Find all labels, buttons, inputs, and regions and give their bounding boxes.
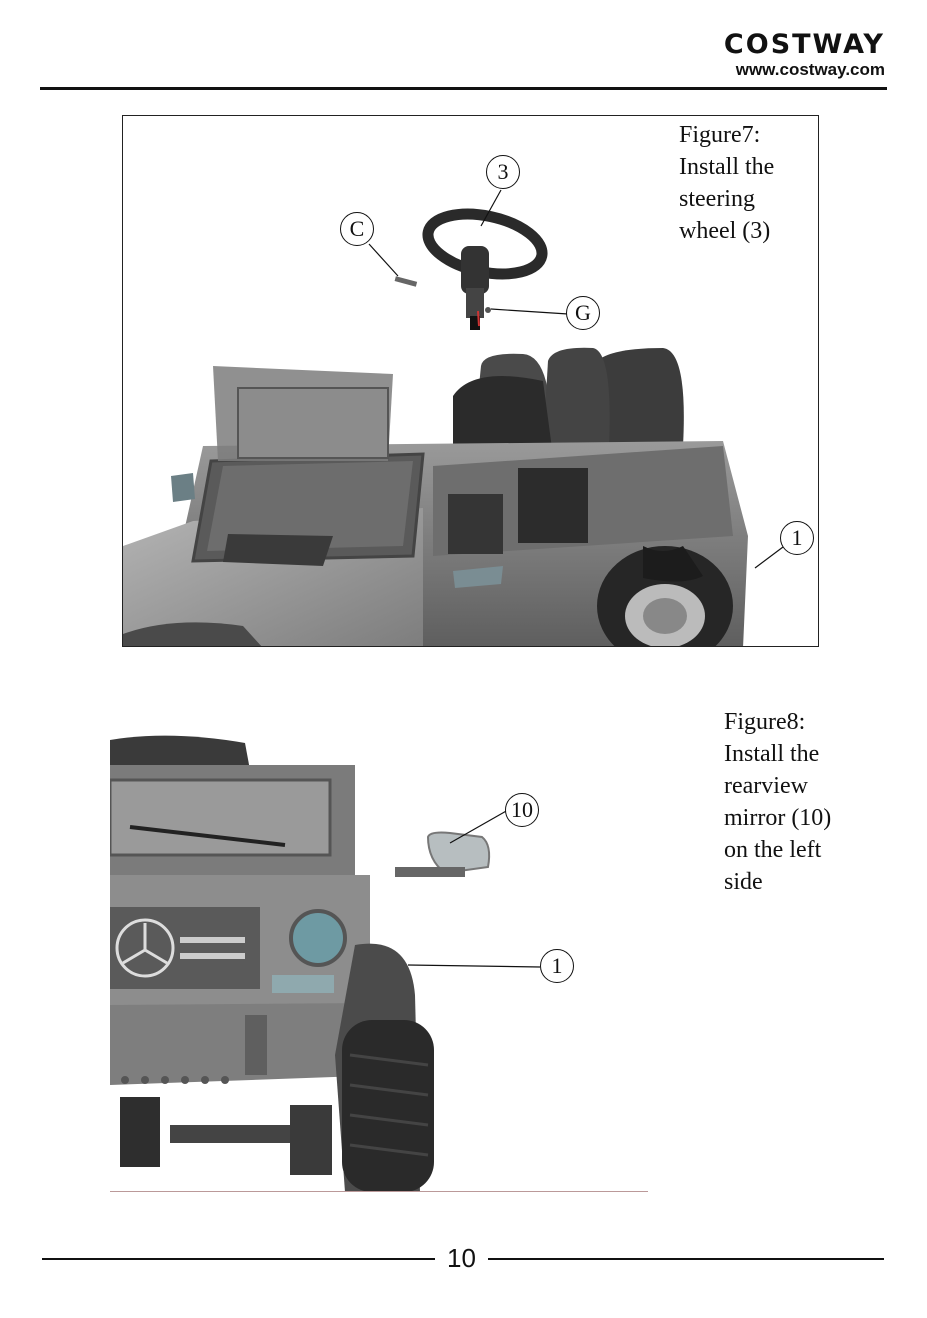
figure-8-baseline <box>110 1191 648 1192</box>
callout-bolt: C <box>340 212 374 246</box>
caption-line: Figure7: <box>679 119 774 151</box>
nut-part <box>485 307 491 313</box>
page-number: 10 <box>435 1243 488 1273</box>
caption-line: steering <box>679 183 774 215</box>
caption-line: rearview <box>724 770 831 802</box>
brand-logo: COSTWAY <box>724 30 885 60</box>
brand-url: www.costway.com <box>724 60 885 80</box>
figure-8-caption: Figure8: Install the rearview mirror (10… <box>724 706 831 898</box>
header-rule <box>40 87 887 90</box>
caption-line: Install the <box>679 151 774 183</box>
bolt-part <box>395 276 418 287</box>
callout-body-fig7: 1 <box>780 521 814 555</box>
brand-block: COSTWAY www.costway.com <box>724 30 885 80</box>
caption-line: wheel (3) <box>679 215 774 247</box>
rearview-mirror-part <box>395 833 489 878</box>
callout-steering-wheel: 3 <box>486 155 520 189</box>
callout-mirror: 10 <box>505 793 539 827</box>
caption-line: side <box>724 866 831 898</box>
footer-rule-right <box>488 1258 884 1260</box>
figure-7-caption: Figure7: Install the steering wheel (3) <box>679 119 774 247</box>
callout-nut: G <box>566 296 600 330</box>
caption-line: mirror (10) <box>724 802 831 834</box>
caption-line: Install the <box>724 738 831 770</box>
car-body-part <box>123 348 748 647</box>
car-front-part <box>110 736 434 1192</box>
footer-rule-left <box>42 1258 435 1260</box>
caption-line: on the left <box>724 834 831 866</box>
callout-body-fig8: 1 <box>540 949 574 983</box>
caption-line: Figure8: <box>724 706 831 738</box>
